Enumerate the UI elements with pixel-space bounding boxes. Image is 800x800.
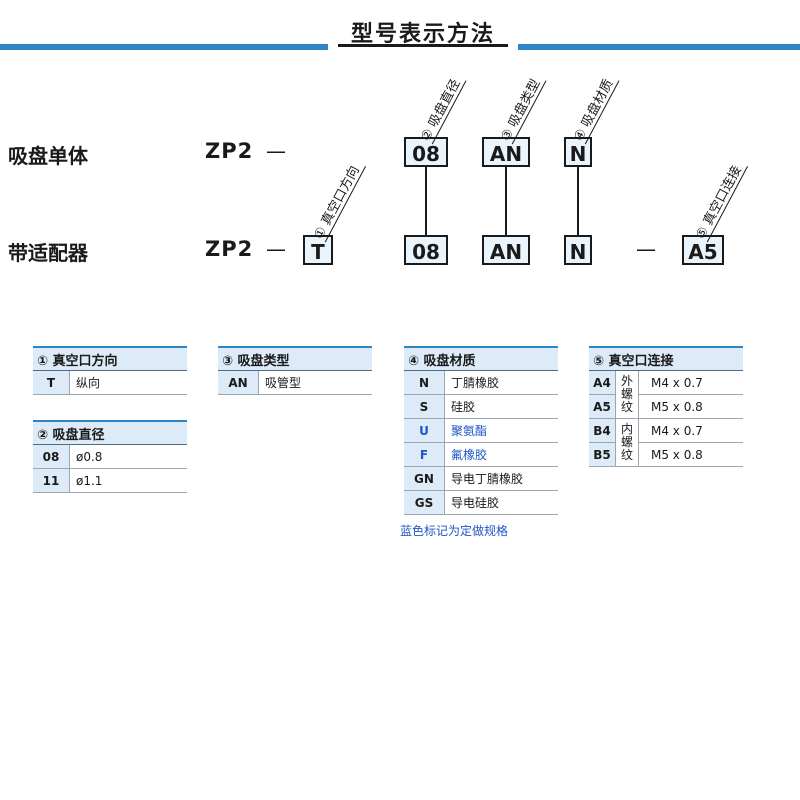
table-value: M5 x 0.8: [638, 394, 743, 419]
table-value: 纵向: [69, 370, 187, 395]
table-row: GN 导电丁腈橡胶: [404, 466, 558, 491]
table-value: M5 x 0.8: [638, 442, 743, 467]
code-box-AN-row1: AN: [482, 137, 530, 167]
table-pad-diameter: ② 吸盘直径 08 ø0.8 11 ø1.1: [33, 420, 187, 493]
table-code: B5: [589, 442, 616, 467]
table-code: 11: [33, 468, 70, 493]
dash-row2-end: —: [636, 237, 656, 261]
table-value: 导电硅胶: [444, 490, 558, 515]
table-value: M4 x 0.7: [638, 418, 743, 443]
table-code: T: [33, 370, 70, 395]
table-row: N 丁腈橡胶: [404, 370, 558, 395]
table-code: N: [404, 370, 445, 395]
table-value: ø0.8: [69, 444, 187, 469]
table-title: ③ 吸盘类型: [218, 346, 372, 371]
code-box-A5-row2: A5: [682, 235, 724, 265]
slant-text-material: ④ 吸盘材质: [571, 77, 617, 144]
table-row: GS 导电硅胶: [404, 490, 558, 515]
slant-label-vacuum-connection: ⑤ 真空口连接: [690, 157, 749, 243]
table-code: S: [404, 394, 445, 419]
table-row: U 聚氨酯: [404, 418, 558, 443]
table-code: B4: [589, 418, 616, 443]
table-title: ⑤ 真空口连接: [589, 346, 743, 371]
custom-spec-note: 蓝色标记为定做规格: [400, 524, 509, 538]
model-prefix-row1: ZP2: [205, 139, 254, 163]
table-row: B5 M5 x 0.8: [589, 442, 743, 467]
dash-row2: —: [266, 237, 286, 261]
slant-text-type: ③ 吸盘类型: [498, 77, 544, 144]
row-label-pad-only: 吸盘单体: [8, 144, 88, 168]
table-row: B4 内螺纹 M4 x 0.7: [589, 418, 743, 467]
code-box-08-row1: 08: [404, 137, 448, 167]
connector-line-AN: [505, 166, 507, 236]
thread-group-outer: 外螺纹: [615, 370, 639, 419]
table-value: 丁腈橡胶: [444, 370, 558, 395]
table-vacuum-direction: ① 真空口方向 T 纵向: [33, 346, 187, 395]
table-code: A4: [589, 370, 616, 395]
connector-line-08: [425, 166, 427, 236]
table-pad-type: ③ 吸盘类型 AN 吸管型: [218, 346, 372, 395]
table-value: 吸管型: [258, 370, 372, 395]
table-value: 氟橡胶: [444, 442, 558, 467]
code-box-AN-row2: AN: [482, 235, 530, 265]
table-value: ø1.1: [69, 468, 187, 493]
table-title: ① 真空口方向: [33, 346, 187, 371]
table-pad-material: ④ 吸盘材质 N 丁腈橡胶 S 硅胶 U 聚氨酯 F 氟橡胶 GN 导电丁腈橡胶…: [404, 346, 558, 515]
code-box-08-row2: 08: [404, 235, 448, 265]
row-label-with-adapter: 带适配器: [8, 241, 88, 265]
model-prefix-row2: ZP2: [205, 237, 254, 261]
slant-label-type: ③ 吸盘类型: [495, 71, 547, 145]
table-value: 聚氨酯: [444, 418, 558, 443]
table-title: ② 吸盘直径: [33, 420, 187, 445]
table-row: F 氟橡胶: [404, 442, 558, 467]
table-title: ④ 吸盘材质: [404, 346, 558, 371]
table-value: 导电丁腈橡胶: [444, 466, 558, 491]
slant-text-diameter: ② 吸盘直径: [418, 77, 464, 144]
table-row: 11 ø1.1: [33, 468, 187, 493]
slant-label-vacuum-direction: ① 真空口方向: [308, 157, 367, 243]
code-box-N-row2: N: [564, 235, 592, 265]
table-row: A5 M5 x 0.8: [589, 394, 743, 419]
slant-label-diameter: ② 吸盘直径: [415, 71, 467, 145]
slant-text-vacuum-connection: ⑤ 真空口连接: [693, 163, 745, 242]
thread-group-inner: 内螺纹: [615, 418, 639, 467]
table-code: GS: [404, 490, 445, 515]
table-row: A4 外螺纹 M4 x 0.7: [589, 370, 743, 419]
code-box-T-row2: T: [303, 235, 333, 265]
table-value: M4 x 0.7: [638, 370, 743, 395]
code-box-N-row1: N: [564, 137, 592, 167]
slant-text-vacuum-direction: ① 真空口方向: [311, 163, 363, 242]
table-code: 08: [33, 444, 70, 469]
dash-row1: —: [266, 139, 286, 163]
table-value: 硅胶: [444, 394, 558, 419]
table-vacuum-connection: ⑤ 真空口连接 A4 外螺纹 M4 x 0.7 A5 M5 x 0.8 B4 内…: [589, 346, 743, 467]
table-row: AN 吸管型: [218, 370, 372, 395]
slant-label-material: ④ 吸盘材质: [568, 71, 620, 145]
title-underline: [338, 44, 508, 47]
connector-line-N: [577, 166, 579, 236]
table-code: AN: [218, 370, 259, 395]
table-code: A5: [589, 394, 616, 419]
table-row: 08 ø0.8: [33, 444, 187, 469]
page-title: 型号表示方法: [350, 22, 495, 47]
table-code: U: [404, 418, 445, 443]
table-code: GN: [404, 466, 445, 491]
table-row: T 纵向: [33, 370, 187, 395]
table-row: S 硅胶: [404, 394, 558, 419]
table-code: F: [404, 442, 445, 467]
